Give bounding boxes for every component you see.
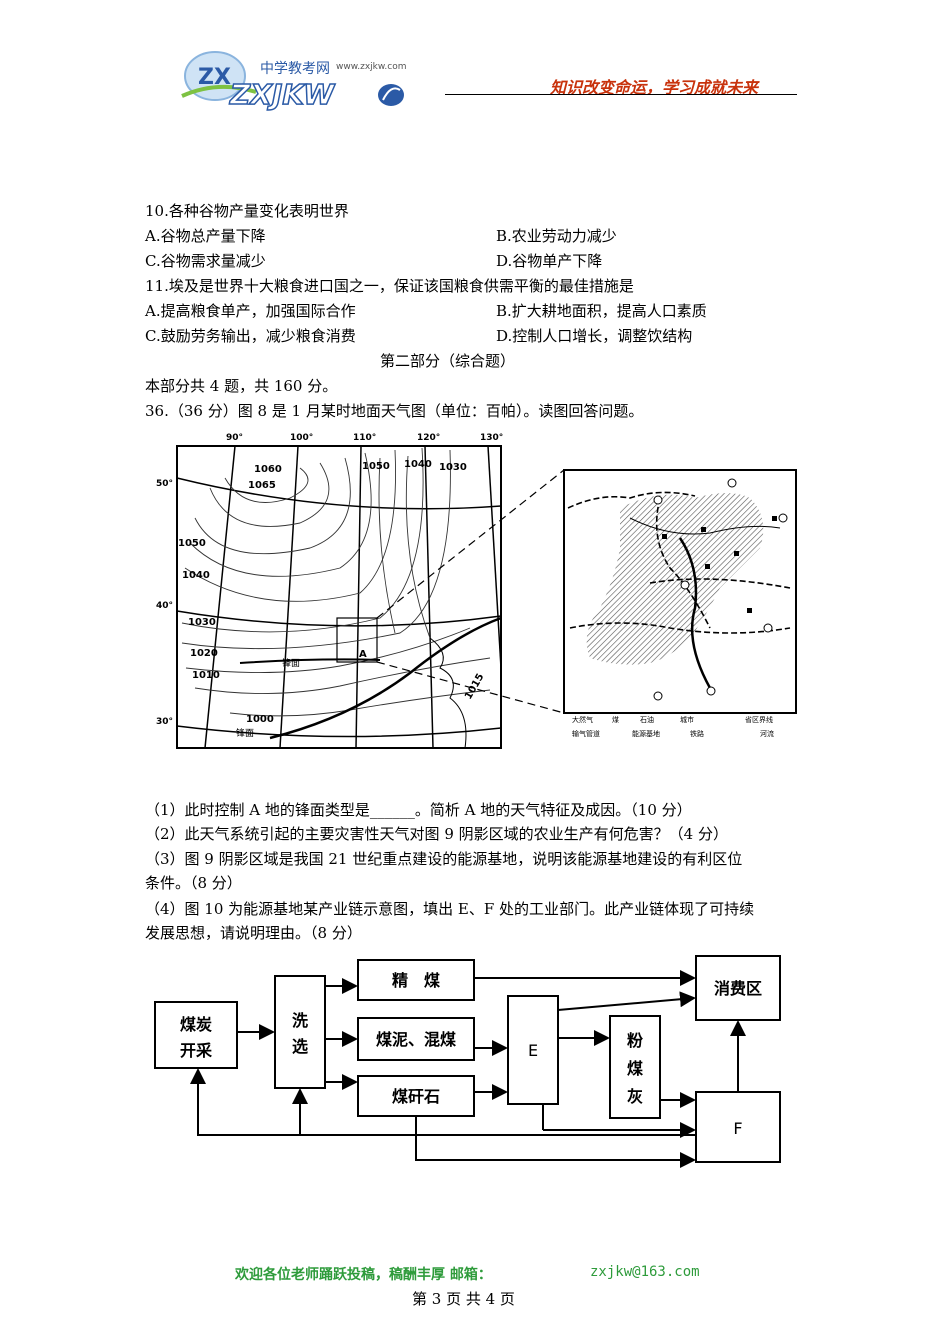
part2-title: 第二部分（综合题） <box>380 352 516 370</box>
isobars <box>181 447 491 717</box>
isobar-label: 1050 <box>362 461 390 472</box>
legend-item: 输气管道 <box>572 729 600 738</box>
legend-item: 石油 <box>640 715 654 724</box>
label-washing: 选 <box>292 1037 308 1056</box>
label-slime: 煤泥、混煤 <box>376 1030 456 1049</box>
legend-item: 铁路 <box>690 729 704 738</box>
box-consumer <box>695 955 781 1021</box>
point-a-label: A <box>359 649 367 660</box>
svg-text:ZX: ZX <box>198 65 231 90</box>
label-consumer: 消费区 <box>714 979 762 998</box>
box-fly-ash <box>609 1015 661 1119</box>
q10-option-c: C.谷物需求量减少 <box>145 252 266 270</box>
legend-item: 省区界线 <box>745 715 773 724</box>
isobar-label: 1030 <box>188 617 216 628</box>
isobar-label: 1040 <box>182 570 210 581</box>
front-label: 锋面 <box>236 727 254 739</box>
q36-sub1: （1）此时控制 A 地的锋面类型是______。简析 A 地的天气特征及成因。（… <box>145 801 692 819</box>
isobar-label: 1000 <box>246 714 274 725</box>
legend-item: 煤 <box>612 715 619 724</box>
part2-note: 本部分共 4 题，共 160 分。 <box>145 377 338 395</box>
label-fine-coal: 精 煤 <box>392 971 440 990</box>
inset-box <box>336 617 378 663</box>
q11-option-a: A.提高粮食单产，加强国际合作 <box>145 302 356 320</box>
label-fly-ash: 灰 <box>627 1087 643 1106</box>
legend-item: 大然气 <box>572 715 593 724</box>
label-coal-mining: 开采 <box>180 1041 212 1060</box>
legend-item: 城市 <box>680 715 694 724</box>
label-e: E <box>528 1041 538 1060</box>
weather-map-figure: 90° 100° 110° 120° 130° 50° 40° 30° 1060… <box>156 433 797 749</box>
lat-label: 50° <box>156 479 173 489</box>
lon-label: 110° <box>353 433 376 443</box>
label-gangue: 煤矸石 <box>392 1087 440 1106</box>
isobar-label: 1010 <box>192 670 220 681</box>
q36-stem: 36.（36 分）图 8 是 1 月某时地面天气图（单位：百帕）。读图回答问题。 <box>145 402 644 420</box>
q10-option-d: D.谷物单产下降 <box>496 252 603 270</box>
river <box>678 537 712 689</box>
lat-label: 40° <box>156 601 173 611</box>
front-label: 锋面 <box>282 657 300 669</box>
header-motto: 知识改变命运，学习成就未来 <box>550 78 759 97</box>
q36-sub4-line1: （4）图 10 为能源基地某产业链示意图，填出 E、F 处的工业部门。此产业链体… <box>145 900 755 918</box>
isobar-label: 1065 <box>248 480 276 491</box>
site-logo: ZX ZXJKW <box>178 44 418 114</box>
page-number: 第 3 页 共 4 页 <box>412 1290 515 1308</box>
inset-legend: 大然气 煤 石油 城市 省区界线 输气管道 能源基地 铁路 河流 <box>572 715 774 738</box>
isobar-label: 1040 <box>404 459 432 470</box>
q36-sub2: （2）此天气系统引起的主要灾害性天气对图 9 阴影区域的农业生产有何危害？（4 … <box>145 825 728 843</box>
q11-option-b: B.扩大耕地面积，提高人口素质 <box>496 302 707 320</box>
q11-stem: 11.埃及是世界十大粮食进口国之一，保证该国粮食供需平衡的最佳措施是 <box>145 277 634 295</box>
label-fly-ash: 粉 <box>627 1031 643 1050</box>
q36-sub3-line1: （3）图 9 阴影区域是我国 21 世纪重点建设的能源基地，说明该能源基地建设的… <box>145 850 743 868</box>
header-rule <box>445 94 797 95</box>
lon-label: 120° <box>417 433 440 443</box>
box-e <box>507 995 559 1105</box>
q10-option-b: B.农业劳动力减少 <box>496 227 617 245</box>
isobar-label: 1020 <box>190 648 218 659</box>
logo-emblem: ZX ZXJKW <box>181 51 404 112</box>
label-f: F <box>733 1119 742 1138</box>
lon-label: 130° <box>480 433 503 443</box>
lon-label: 100° <box>290 433 313 443</box>
box-fine-coal <box>357 959 475 1001</box>
site-name: 中学教考网 <box>260 61 330 77</box>
svg-text:ZXJKW: ZXJKW <box>229 78 335 111</box>
footer-invite: 欢迎各位老师踊跃投稿，稿酬丰厚 邮箱： <box>235 1267 492 1283</box>
label-fly-ash: 煤 <box>627 1059 643 1078</box>
label-coal-mining: 煤炭 <box>180 1015 212 1034</box>
footer-email[interactable]: zxjkw@163.com <box>590 1264 700 1280</box>
q36-sub3-line2: 条件。（8 分） <box>145 874 242 892</box>
q11-option-d: D.控制人口增长，调整饮结构 <box>496 327 693 345</box>
lat-label: 30° <box>156 717 173 727</box>
isobar-label: 1030 <box>439 462 467 473</box>
lon-label: 90° <box>226 433 243 443</box>
industry-chain-flowchart: 煤炭 开采 洗 选 精 煤 煤泥、混煤 煤矸石 E 粉 煤 灰 消费区 F <box>154 955 781 1168</box>
isobar-label: 1060 <box>254 464 282 475</box>
q10-option-a: A.谷物总产量下降 <box>145 227 266 245</box>
box-gangue <box>357 1075 475 1117</box>
site-url: www.zxjkw.com <box>336 62 407 72</box>
q10-stem: 10.各种谷物产量变化表明世界 <box>145 202 349 220</box>
label-washing: 洗 <box>292 1011 308 1030</box>
legend-item: 能源基地 <box>632 729 660 738</box>
box-washing <box>274 975 326 1089</box>
box-slime <box>357 1017 475 1061</box>
legend-item: 河流 <box>760 729 774 738</box>
cold-front <box>269 616 502 740</box>
q36-sub4-line2: 发展思想，请说明理由。（8 分） <box>145 924 362 942</box>
q11-option-c: C.鼓励劳务输出，减少粮食消费 <box>145 327 356 345</box>
isobar-label: 1050 <box>178 538 206 549</box>
box-coal-mining <box>154 1001 238 1069</box>
